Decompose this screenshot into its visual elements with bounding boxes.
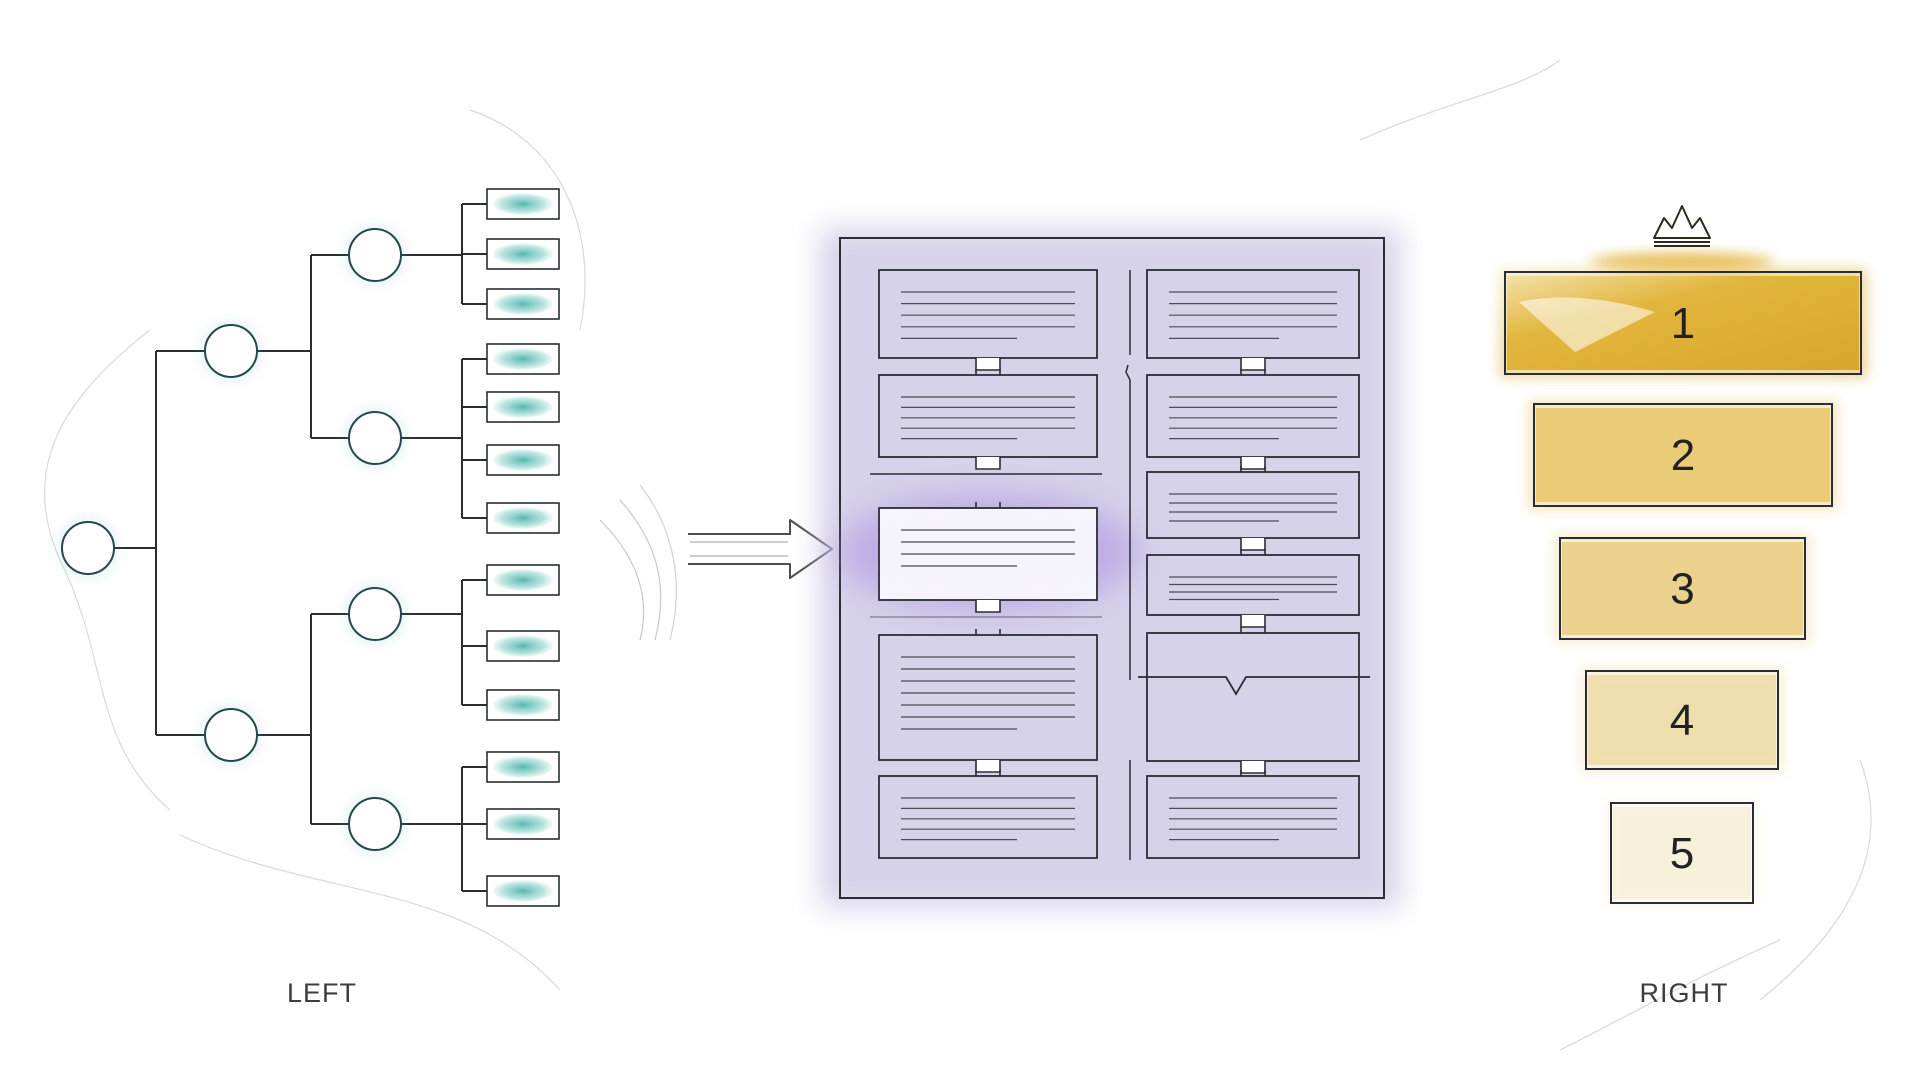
leaf-fill — [493, 569, 553, 591]
document-section — [878, 269, 1098, 375]
section-connector — [975, 600, 1001, 613]
rank-number: 3 — [1670, 565, 1694, 614]
leaf-fill — [493, 193, 553, 215]
document-section — [878, 775, 1098, 859]
rank-number: 4 — [1670, 696, 1694, 745]
leaf-node — [486, 875, 560, 907]
background-sketch-lines — [43, 59, 1872, 1051]
leaf-node — [486, 689, 560, 721]
leaf-node — [486, 238, 560, 270]
document-section — [1146, 471, 1360, 555]
highlighted-section — [878, 507, 1098, 635]
leaf-fill — [493, 694, 553, 716]
leaf-node — [486, 502, 560, 534]
document-section — [1146, 775, 1360, 859]
section-divider — [1138, 676, 1370, 696]
leaf-fill — [493, 348, 553, 370]
document-section — [1146, 554, 1360, 633]
leaf-node — [486, 630, 560, 662]
tree-subbranch-node — [348, 797, 402, 851]
tree-branch-node — [204, 324, 258, 378]
rank-box — [1610, 802, 1754, 904]
rank-number: 2 — [1671, 431, 1695, 480]
rank-box — [1585, 670, 1779, 770]
hierarchy-tree — [58, 188, 560, 907]
rank-item-4: 4 — [1580, 667, 1784, 773]
crown-icon — [1590, 205, 1774, 272]
leaf-fill — [493, 396, 553, 418]
left-caption: LEFT — [286, 978, 358, 1008]
section-connector — [975, 457, 1001, 470]
ranked-list: 1 2 3 4 5 — [1499, 205, 1867, 907]
rank-number: 1 — [1671, 299, 1695, 348]
leaf-fill — [493, 449, 553, 471]
leaf-fill — [493, 243, 553, 265]
section-connector — [1240, 615, 1266, 628]
document-frame — [839, 237, 1385, 899]
tree-subbranch-node — [348, 587, 402, 641]
section-connector — [1240, 538, 1266, 551]
document-section — [878, 634, 1098, 776]
tree-subbranch-node — [348, 228, 402, 282]
leaf-node — [486, 288, 560, 320]
rank-box — [1559, 537, 1806, 640]
leaf-node — [486, 808, 560, 840]
rank-number: 5 — [1670, 829, 1694, 878]
document-section — [1146, 632, 1360, 776]
document-panel — [820, 228, 1400, 908]
leaf-fill — [493, 635, 553, 657]
tree-root-node — [61, 521, 115, 575]
section-connector — [1240, 761, 1266, 774]
section-connector — [1240, 457, 1266, 470]
leaf-fill — [493, 507, 553, 529]
section-connector — [975, 358, 1001, 371]
section-connector — [1240, 358, 1266, 371]
leaf-fill — [493, 813, 553, 835]
document-section — [878, 374, 1098, 508]
leaf-fill — [493, 293, 553, 315]
leaf-node — [486, 444, 560, 476]
leaf-fill — [493, 880, 553, 902]
leaf-fill — [493, 756, 553, 778]
rank-box — [1504, 271, 1862, 375]
right-caption: RIGHT — [1639, 978, 1729, 1008]
leaf-node — [486, 751, 560, 783]
right-arrow-icon — [688, 519, 833, 579]
rank-item-1: 1 — [1499, 268, 1867, 378]
leaf-node — [486, 188, 560, 220]
rank-box — [1533, 403, 1833, 507]
document-section — [1146, 269, 1360, 375]
tree-subbranch-node — [348, 411, 402, 465]
rank-item-2: 2 — [1528, 400, 1838, 510]
tree-branch-node — [204, 708, 258, 762]
rank-item-3: 3 — [1554, 534, 1811, 643]
document-section — [1146, 374, 1360, 472]
section-connector — [975, 760, 1001, 773]
leaf-node — [486, 564, 560, 596]
leaf-node — [486, 391, 560, 423]
leaf-node — [486, 343, 560, 375]
rank-item-5: 5 — [1605, 799, 1759, 907]
